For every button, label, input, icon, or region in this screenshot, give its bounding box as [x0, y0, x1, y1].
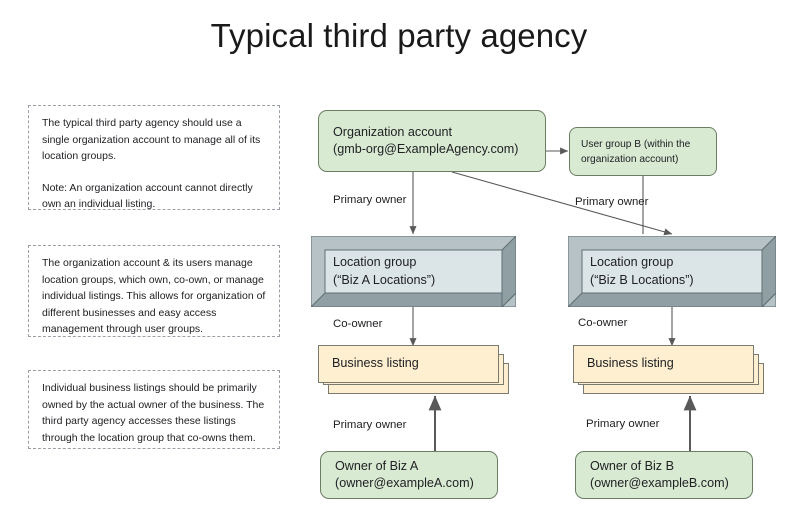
node-business-listing-a[interactable]: Business listing	[318, 345, 510, 395]
owner-biz-a-box: Owner of Biz A (owner@exampleA.com)	[320, 451, 498, 499]
edge-label-group-b-to-listing-b: Co-owner	[578, 317, 628, 329]
owner-biz-b-box: Owner of Biz B (owner@exampleB.com)	[575, 451, 753, 499]
business-listing-b-layer-front	[573, 345, 754, 383]
user-group-b-line2: organization account)	[581, 153, 679, 165]
note-organization-account: The typical third party agency should us…	[28, 105, 280, 210]
location-group-b-shape	[568, 236, 776, 307]
edge-label-owner-a-to-listing-a: Primary owner	[333, 419, 407, 431]
note-paragraph: The organization account & its users man…	[42, 257, 266, 335]
node-owner-biz-b[interactable]: Owner of Biz B (owner@exampleB.com)	[575, 451, 753, 499]
owner-biz-b-line2: (owner@exampleB.com)	[590, 476, 729, 490]
note-paragraph: The typical third party agency should us…	[42, 117, 261, 162]
owner-biz-b-line1: Owner of Biz B	[590, 458, 674, 473]
edge-label-org-to-group-a: Primary owner	[333, 194, 407, 206]
node-location-group-a[interactable]: Location group (“Biz A Locations”)	[311, 236, 516, 307]
business-listing-a-label: Business listing	[332, 356, 419, 371]
location-group-a-shape	[311, 236, 516, 307]
node-user-group-b[interactable]: User group B (within the organization ac…	[569, 127, 717, 176]
organization-account-line1: Organization account	[333, 124, 453, 139]
note-location-groups: The organization account & its users man…	[28, 245, 280, 337]
owner-biz-a-line1: Owner of Biz A	[335, 458, 419, 473]
user-group-b-box: User group B (within the organization ac…	[569, 127, 717, 176]
note-paragraph: Note: An organization account cannot dir…	[42, 181, 253, 211]
edge-label-org-to-group-b: Primary owner	[575, 196, 649, 208]
organization-account-line2: (gmb-org@ExampleAgency.com)	[333, 142, 519, 156]
owner-biz-a-line2: (owner@exampleA.com)	[335, 476, 474, 490]
node-location-group-b[interactable]: Location group (“Biz B Locations”)	[568, 236, 776, 307]
note-business-listings: Individual business listings should be p…	[28, 370, 280, 449]
organization-account-box: Organization account (gmb-org@ExampleAge…	[318, 110, 546, 172]
node-owner-biz-a[interactable]: Owner of Biz A (owner@exampleA.com)	[320, 451, 498, 499]
user-group-b-line1: User group B (within the	[581, 138, 691, 150]
business-listing-b-label: Business listing	[587, 356, 674, 371]
edge-label-group-a-to-listing-a: Co-owner	[333, 318, 383, 330]
note-paragraph: Individual business listings should be p…	[42, 382, 265, 444]
node-business-listing-b[interactable]: Business listing	[573, 345, 765, 395]
page-title: Typical third party agency	[210, 17, 588, 54]
node-organization-account[interactable]: Organization account (gmb-org@ExampleAge…	[318, 110, 546, 172]
edge-label-owner-b-to-listing-b: Primary owner	[586, 418, 660, 430]
business-listing-a-layer-front	[318, 345, 499, 383]
